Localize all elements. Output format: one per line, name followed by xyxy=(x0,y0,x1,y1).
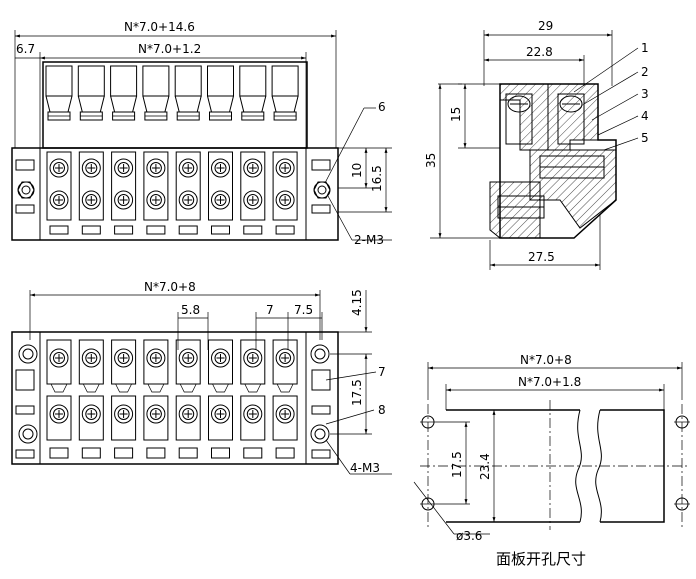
front-plug-slot xyxy=(271,65,299,121)
terminal-screw-icon xyxy=(275,190,295,210)
plan-height-label: 17.5 xyxy=(350,379,364,406)
terminal-screw-icon xyxy=(146,190,166,210)
cutout-hole-spacing-label: 17.5 xyxy=(450,451,464,478)
terminal-screw-icon xyxy=(243,404,263,424)
cutout-opening-height-label: 23.4 xyxy=(478,453,492,480)
front-terminal-cell xyxy=(111,151,137,235)
front-inner-width-label: N*7.0+1.2 xyxy=(138,42,201,56)
terminal-screw-icon xyxy=(178,158,198,178)
cutout-inner-width-label: N*7.0+1.8 xyxy=(518,375,581,389)
front-overall-width-label: N*7.0+14.6 xyxy=(124,20,195,34)
terminal-screw-icon xyxy=(243,348,263,368)
front-plug-slot xyxy=(45,65,73,121)
terminal-screw-icon xyxy=(243,190,263,210)
callout-1: 1 xyxy=(641,41,649,55)
front-offset-label: 6.7 xyxy=(16,42,35,56)
front-plug-row xyxy=(45,65,299,121)
front-terminal-cell xyxy=(272,151,298,235)
cutout-overall-width-label: N*7.0+8 xyxy=(520,353,572,367)
terminal-screw-icon xyxy=(211,190,230,210)
callout-8: 8 xyxy=(378,403,386,417)
front-terminal-cell xyxy=(240,151,266,235)
side-height-upper-label: 15 xyxy=(449,107,463,122)
front-plug-slot xyxy=(77,65,105,121)
terminal-screw-icon xyxy=(243,158,263,178)
terminal-screw-icon xyxy=(275,404,295,424)
terminal-screw-icon xyxy=(81,404,101,424)
side-bottom-width-label: 27.5 xyxy=(528,250,555,264)
terminal-screw-icon xyxy=(81,190,101,210)
terminal-screw-icon xyxy=(146,158,166,178)
side-inner-width-label: 22.8 xyxy=(526,45,553,59)
front-terminal-row xyxy=(46,151,298,235)
terminal-screw-icon xyxy=(275,348,295,368)
callout-7: 7 xyxy=(378,365,386,379)
plan-terminal-cell xyxy=(240,339,266,459)
plan-terminal-rows xyxy=(46,339,298,459)
terminal-screw-icon xyxy=(81,348,101,368)
plan-terminal-cell xyxy=(208,339,233,459)
plan-pitch-b-label: 7 xyxy=(266,303,274,317)
terminal-screw-icon xyxy=(49,190,69,210)
terminal-screw-icon xyxy=(178,348,198,368)
plan-pitch-c-label: 7.5 xyxy=(294,303,313,317)
cutout-view: N*7.0+8 N*7.0+1.8 17.5 23.4 ø3.6 xyxy=(413,353,690,568)
callout-3: 3 xyxy=(641,87,649,101)
callout-5: 5 xyxy=(641,131,649,145)
terminal-screw-icon xyxy=(178,404,198,424)
callout-2: 2 xyxy=(641,65,649,79)
side-height-total-label: 35 xyxy=(424,153,438,168)
plan-pitch-a-label: 5.8 xyxy=(181,303,200,317)
terminal-screw-icon xyxy=(146,404,166,424)
front-terminal-cell xyxy=(46,151,72,235)
side-view: 29 22.8 15 35 1 xyxy=(424,19,649,270)
front-height-top-label: 10 xyxy=(350,163,364,178)
front-terminal-cell xyxy=(143,151,169,235)
terminal-screw-icon xyxy=(211,158,230,178)
plan-view: N*7.0+8 5.8 7 7.5 xyxy=(11,280,392,475)
terminal-screw-icon xyxy=(146,348,166,368)
side-top-width-label: 29 xyxy=(538,19,553,33)
cutout-hole-diameter-label: ø3.6 xyxy=(456,529,482,543)
terminal-screw-icon xyxy=(114,348,134,368)
terminal-screw-icon xyxy=(114,190,134,210)
plan-terminal-cell xyxy=(111,339,137,459)
callout-4: 4 xyxy=(641,109,649,123)
front-plug-slot xyxy=(207,65,234,121)
front-plug-slot xyxy=(110,65,138,121)
front-view: N*7.0+14.6 6.7 N*7.0+1.2 10 xyxy=(11,20,392,247)
plan-top-offset-label: 4.15 xyxy=(350,289,364,316)
front-plug-slot xyxy=(174,65,202,121)
front-height-total-label: 16.5 xyxy=(370,165,384,192)
front-terminal-cell xyxy=(78,151,104,235)
terminal-screw-icon xyxy=(211,404,230,424)
plan-terminal-cell xyxy=(78,339,104,459)
terminal-screw-icon xyxy=(114,404,134,424)
cutout-caption: 面板开孔尺寸 xyxy=(496,550,586,568)
callout-6: 6 xyxy=(378,100,386,114)
plan-screw-note: 4-M3 xyxy=(350,461,380,475)
terminal-screw-icon xyxy=(49,404,69,424)
front-terminal-cell xyxy=(175,151,201,235)
terminal-screw-icon xyxy=(49,348,69,368)
front-screw-note: 2-M3 xyxy=(354,233,384,247)
front-terminal-cell xyxy=(208,151,233,235)
terminal-screw-icon xyxy=(114,158,134,178)
plan-overall-width-label: N*7.0+8 xyxy=(144,280,196,294)
terminal-screw-icon xyxy=(275,158,295,178)
plan-terminal-cell xyxy=(46,339,72,459)
front-plug-slot xyxy=(239,65,267,121)
plan-terminal-cell xyxy=(175,339,201,459)
front-plug-slot xyxy=(142,65,170,121)
terminal-screw-icon xyxy=(178,190,198,210)
plan-terminal-cell xyxy=(143,339,169,459)
plan-terminal-cell xyxy=(272,339,298,459)
terminal-screw-icon xyxy=(81,158,101,178)
terminal-screw-icon xyxy=(49,158,69,178)
terminal-screw-icon xyxy=(211,348,230,368)
